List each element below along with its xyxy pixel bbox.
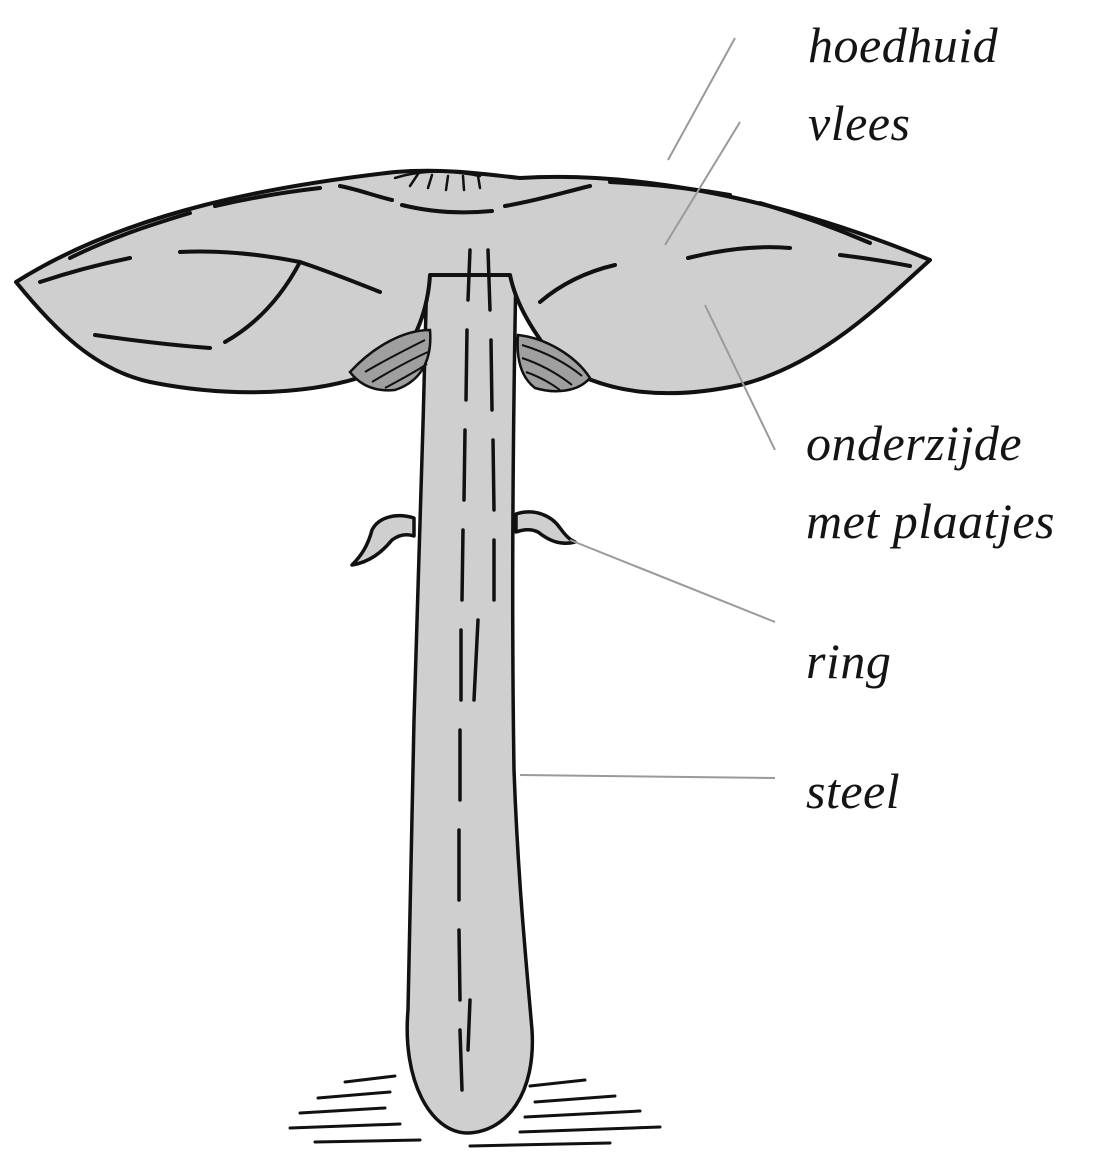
label-vlees: vlees: [808, 92, 910, 154]
leader-lines: [520, 38, 775, 778]
label-onderzijde: onderzijde: [806, 412, 1022, 474]
label-met-plaatjes: met plaatjes: [806, 490, 1055, 552]
leader-hoedhuid: [668, 38, 735, 160]
label-hoedhuid: hoedhuid: [808, 14, 998, 76]
leader-ring: [570, 540, 775, 622]
label-ring: ring: [806, 630, 891, 692]
label-steel: steel: [806, 760, 900, 822]
leader-steel: [520, 775, 775, 778]
